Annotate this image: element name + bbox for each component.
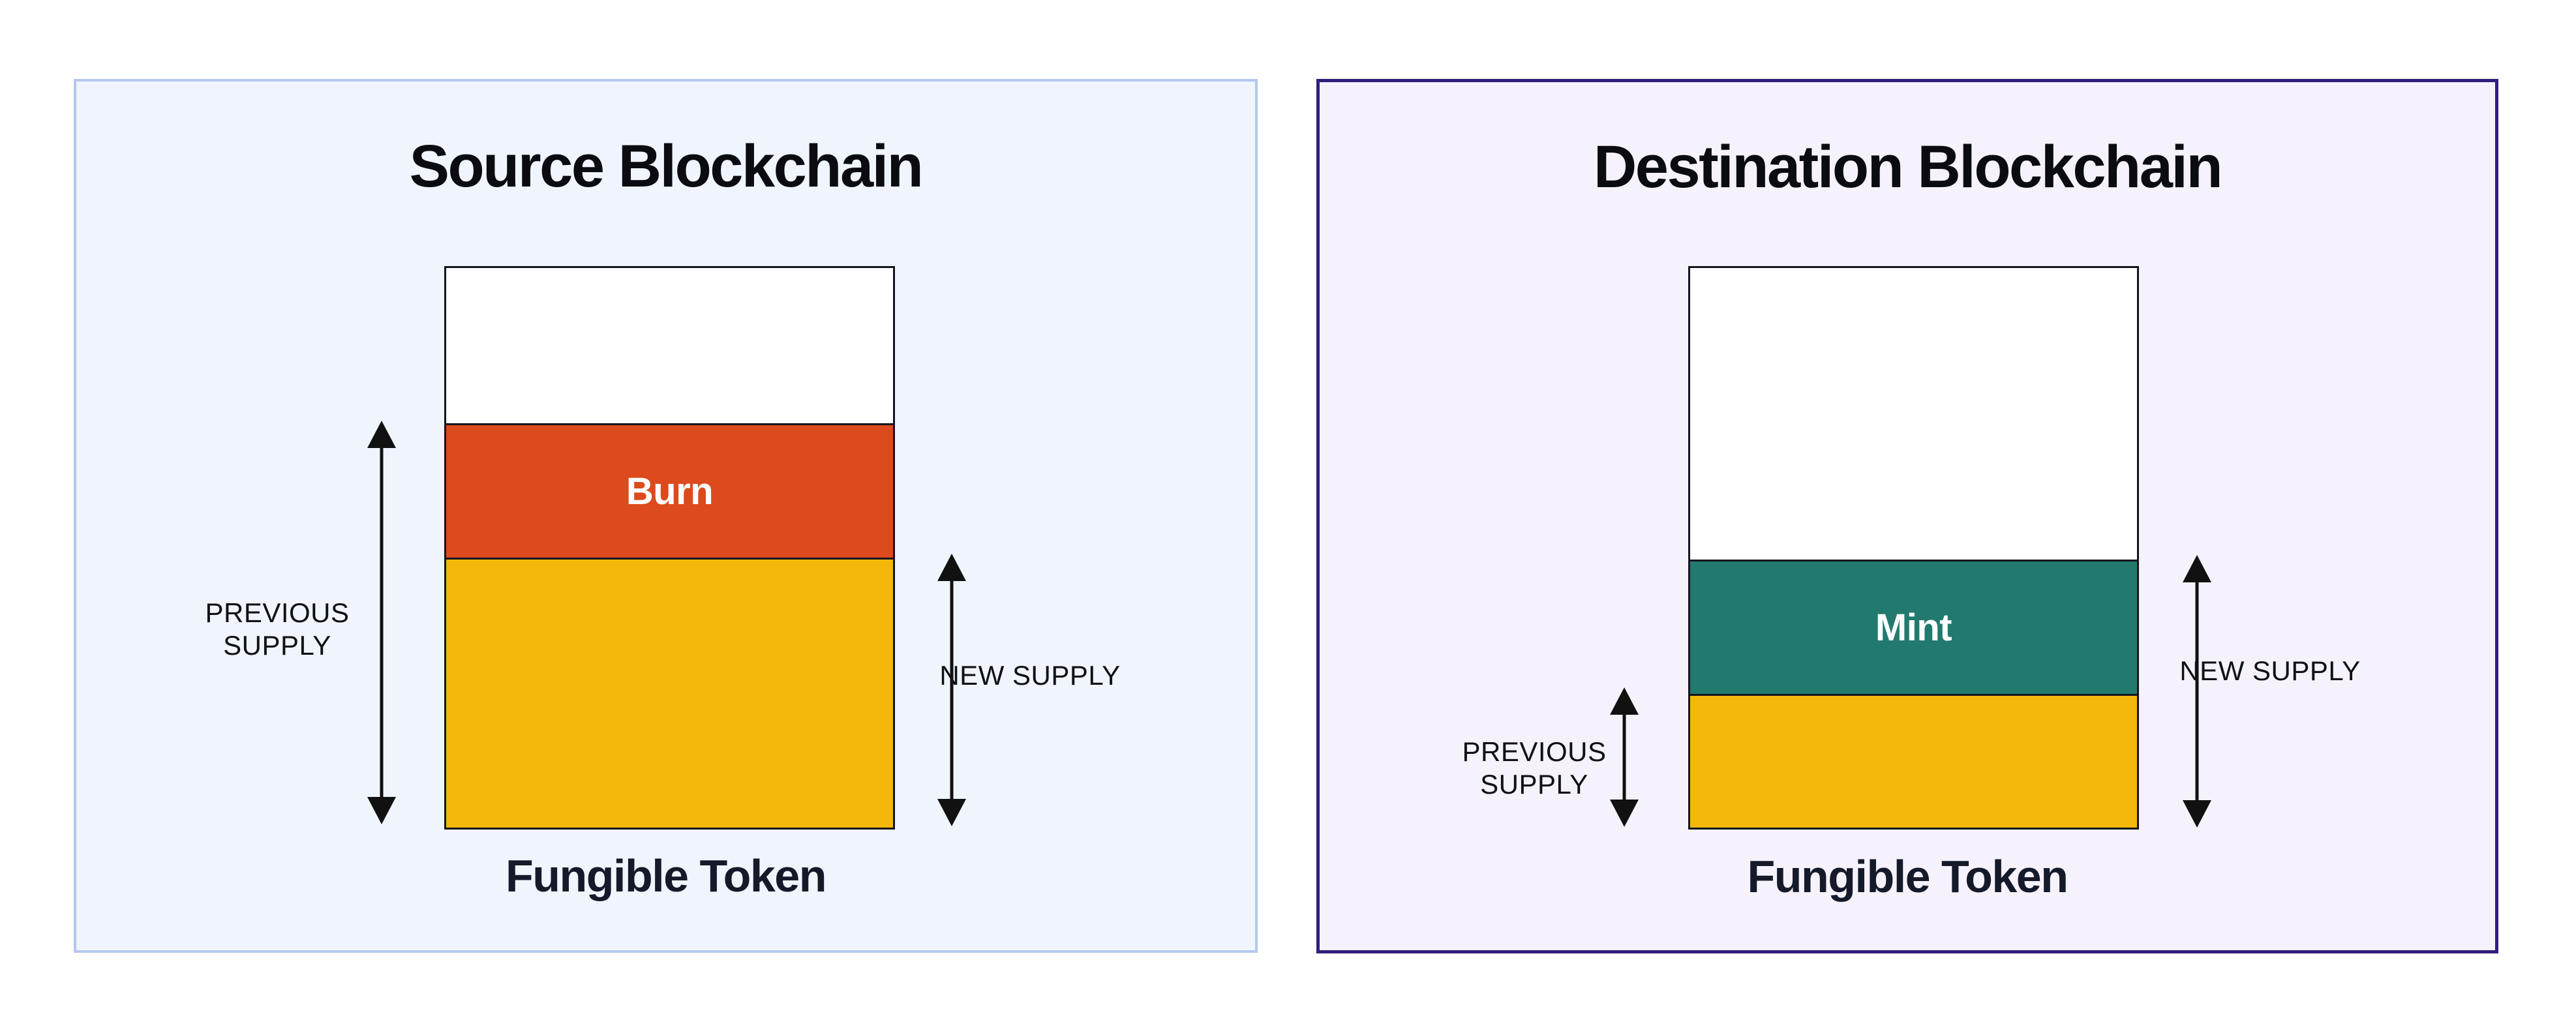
bar-section-remaining-supply [446, 557, 893, 828]
new-supply-label: NEW SUPPLY [939, 660, 1121, 691]
new-supply-double-arrow-icon [937, 554, 966, 826]
token-type-caption: Fungible Token [505, 850, 827, 901]
panel-title: Source Blockchain [409, 133, 924, 200]
bar-section-untouched [446, 268, 893, 423]
previous-supply-label: PREVIOUS SUPPLY [1462, 736, 1607, 800]
new-supply-label: NEW SUPPLY [2179, 655, 2361, 686]
mint-label: Mint [1875, 606, 1952, 649]
panel-title: Destination Blockchain [1593, 134, 2223, 200]
bar-section-burn: Burn [446, 423, 893, 558]
panel-source-blockchain: Source Blockchain Burn PREVIOUS SUPPLY N… [74, 79, 1258, 953]
token-supply-bar: Mint [1688, 266, 2139, 830]
token-type-caption: Fungible Token [1747, 851, 2068, 902]
bar-section-untouched [1690, 268, 2137, 560]
bar-section-previous-supply [1690, 693, 2137, 828]
new-supply-double-arrow-icon [2183, 555, 2211, 828]
token-supply-bar: Burn [444, 266, 895, 830]
burn-label: Burn [626, 470, 714, 513]
panel-destination-blockchain: Destination Blockchain Mint PREVIOUS SUP… [1316, 79, 2498, 953]
previous-supply-double-arrow-icon [1610, 687, 1639, 827]
previous-supply-double-arrow-icon [367, 421, 396, 824]
bar-section-mint: Mint [1690, 560, 2137, 694]
previous-supply-label: PREVIOUS SUPPLY [205, 597, 350, 661]
